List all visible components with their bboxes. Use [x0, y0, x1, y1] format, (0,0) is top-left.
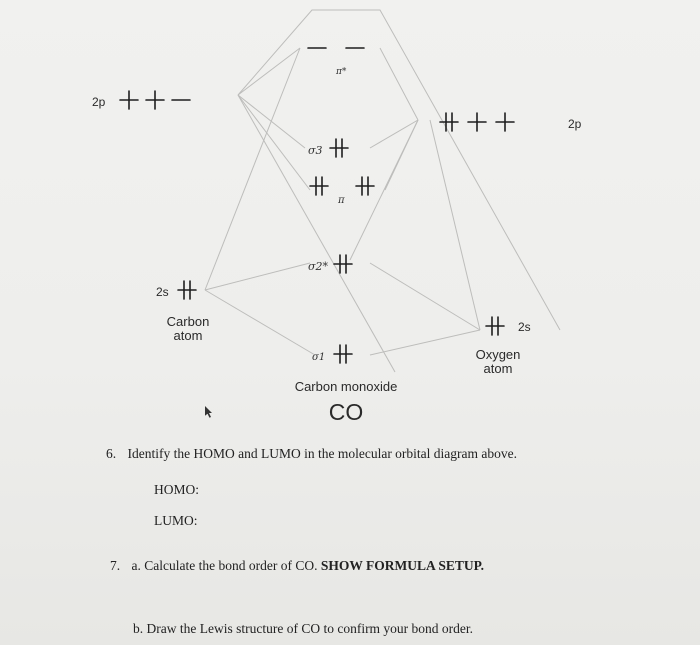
oxygen-2p-label: 2p [568, 117, 582, 131]
question-6: 6. Identify the HOMO and LUMO in the mol… [106, 446, 517, 462]
oxygen-atom-label-1: Oxygen [476, 347, 521, 362]
carbon-2p-label: 2p [92, 95, 106, 109]
carbon-atom-label-2: atom [174, 328, 203, 343]
sigma2-star-label: σ2* [308, 260, 329, 273]
cursor-arrow-icon [205, 406, 212, 418]
pi-orbitals [309, 176, 375, 196]
oxygen-2s-orbital [485, 316, 505, 336]
q7-number: 7. [110, 558, 121, 573]
q7a-text: a. Calculate the bond order of CO. [131, 558, 318, 573]
sigma1-label: σ1 [312, 352, 325, 363]
question-7b: b. Draw the Lewis structure of CO to con… [133, 621, 474, 636]
mo-diagram: 2p 2s Carbon atom 2p 2s Oxygen atom π* σ… [92, 9, 582, 425]
sigma3-label: σ3 [308, 144, 323, 157]
q6-number: 6. [106, 446, 117, 461]
oxygen-atom-label-2: atom [484, 361, 513, 376]
oxygen-2s-label: 2s [518, 320, 531, 334]
correlation-lines [204, 9, 561, 373]
molecule-formula: CO [329, 399, 364, 425]
q6-text: Identify the HOMO and LUMO in the molecu… [127, 446, 518, 461]
homo-label: HOMO: [154, 482, 200, 497]
carbon-2s-label: 2s [156, 285, 169, 299]
lumo-label: LUMO: [154, 513, 198, 528]
sigma1-orbital [333, 344, 353, 364]
carbon-2s-orbital [177, 280, 197, 300]
q7a-bold: SHOW FORMULA SETUP. [320, 558, 484, 573]
question-7a: 7. a. Calculate the bond order of CO. SH… [110, 558, 484, 574]
pi-star-label: π* [335, 67, 347, 77]
sigma2-star-orbital [333, 254, 353, 274]
pi-label: π [337, 195, 345, 206]
molecule-name: Carbon monoxide [295, 379, 398, 394]
oxygen-2p-orbitals [439, 112, 515, 132]
carbon-2p-orbitals [119, 90, 191, 110]
sigma3-orbital [329, 138, 349, 158]
carbon-atom-label-1: Carbon [167, 314, 210, 329]
